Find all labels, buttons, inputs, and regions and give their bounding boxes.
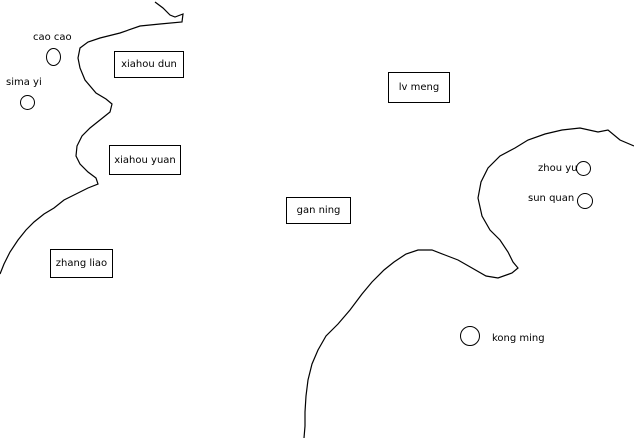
label-sima-yi: sima yi <box>6 77 42 88</box>
left-coastline <box>0 1 184 275</box>
label-kong-ming: kong ming <box>492 333 545 344</box>
box-xiahou-dun: xiahou dun <box>114 51 184 78</box>
box-lv-meng: lv meng <box>388 72 450 103</box>
box-gan-ning: gan ning <box>286 197 351 224</box>
circle-kong-ming <box>460 326 480 346</box>
circle-cao-cao <box>46 48 61 66</box>
circle-sima-yi <box>20 95 35 110</box>
label-cao-cao: cao cao <box>33 32 72 43</box>
circle-sun-quan <box>577 193 593 209</box>
right-coastline <box>303 127 634 438</box>
label-sun-quan: sun quan <box>528 193 575 204</box>
circle-zhou-yu <box>576 161 591 176</box>
box-xiahou-yuan: xiahou yuan <box>109 145 181 175</box>
label-zhou-yu: zhou yu <box>538 163 578 174</box>
box-zhang-liao: zhang liao <box>50 249 113 278</box>
